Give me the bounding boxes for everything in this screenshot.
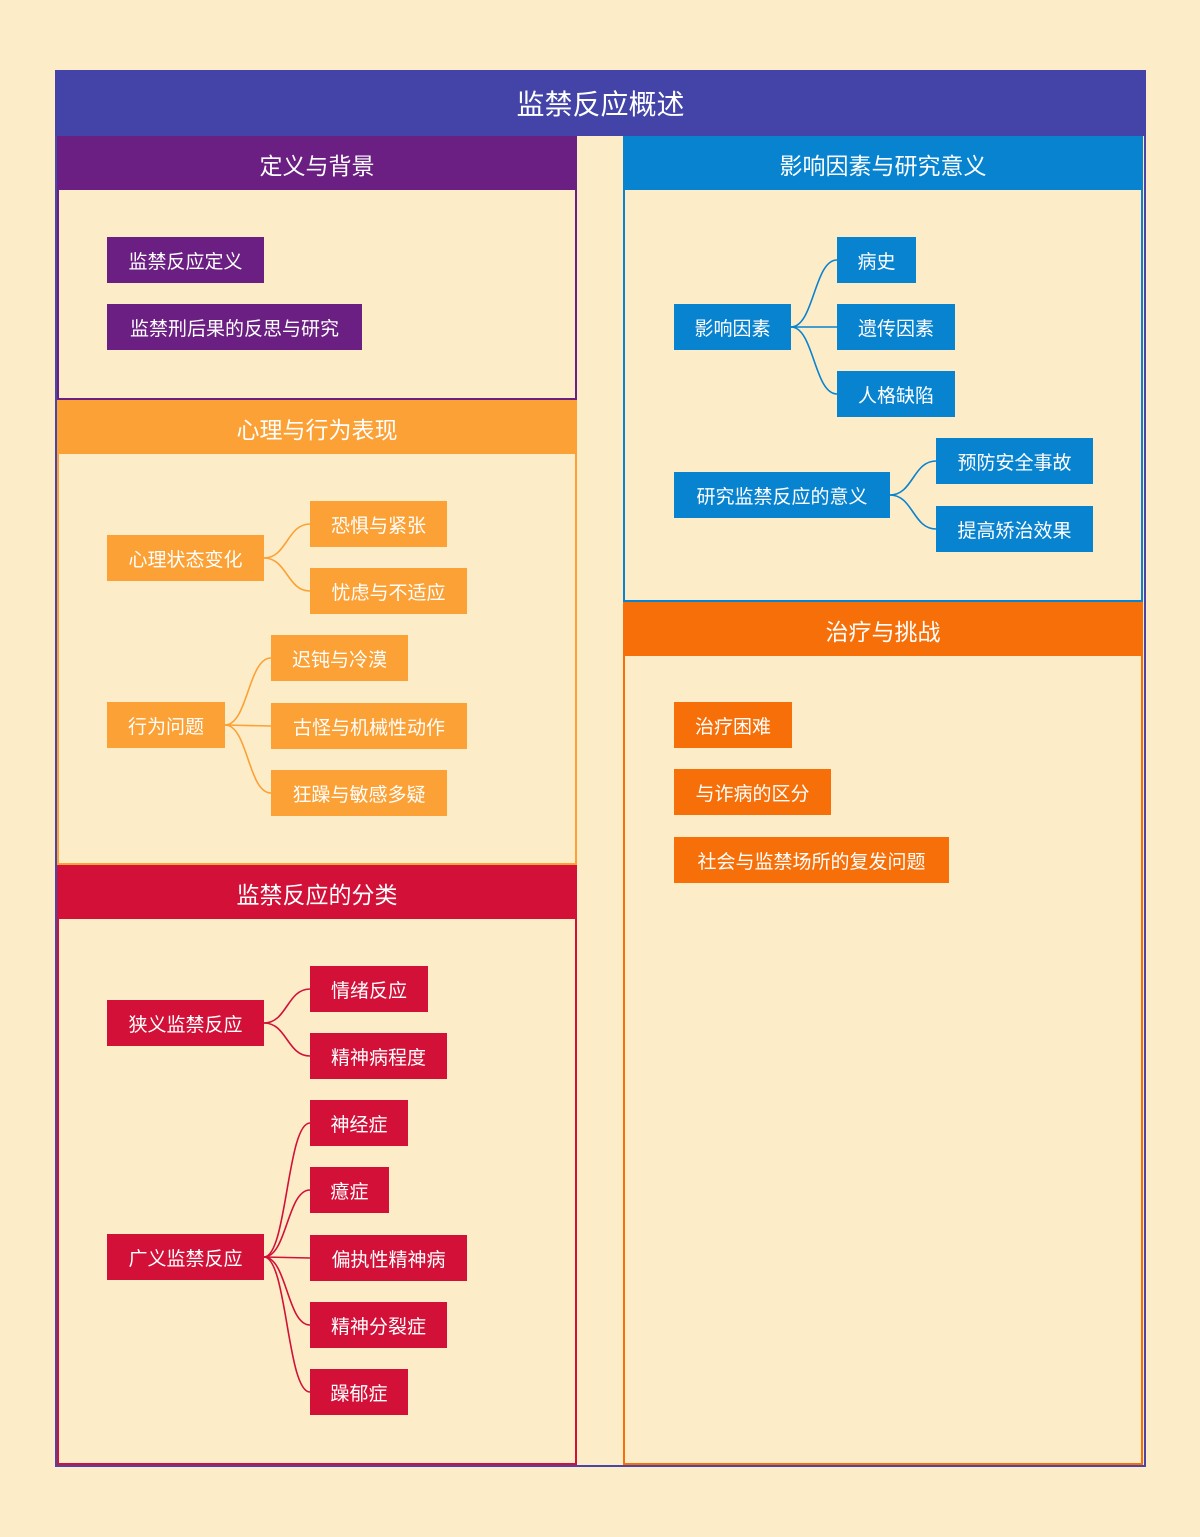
main-title: 监禁反应概述 [55, 70, 1146, 136]
node-recurrence-problem[interactable]: 社会与监禁场所的复发问题 [674, 837, 949, 883]
node-behavior-problems[interactable]: 行为问题 [107, 702, 225, 748]
panel-factors-title: 影响因素与研究意义 [625, 138, 1141, 190]
panel-psychology-title: 心理与行为表现 [59, 402, 575, 454]
node-dull-apathy[interactable]: 迟钝与冷漠 [271, 635, 408, 681]
node-personality-defects[interactable]: 人格缺陷 [837, 371, 955, 417]
panel-classification-title: 监禁反应的分类 [59, 867, 575, 919]
node-manic-depression[interactable]: 躁郁症 [310, 1369, 408, 1415]
node-prevent-accidents[interactable]: 预防安全事故 [936, 438, 1093, 484]
node-reflection-research[interactable]: 监禁刑后果的反思与研究 [107, 304, 362, 350]
node-schizophrenia[interactable]: 精神分裂症 [310, 1302, 447, 1348]
node-fear-tension[interactable]: 恐惧与紧张 [310, 501, 447, 547]
node-hysteria[interactable]: 癔症 [310, 1167, 389, 1213]
node-research-significance[interactable]: 研究监禁反应的意义 [674, 472, 890, 518]
node-treatment-difficulty[interactable]: 治疗困难 [674, 702, 792, 748]
node-narrow-reaction[interactable]: 狭义监禁反应 [107, 1000, 264, 1046]
node-medical-history[interactable]: 病史 [837, 237, 916, 283]
node-odd-mechanical[interactable]: 古怪与机械性动作 [271, 703, 467, 749]
node-definition[interactable]: 监禁反应定义 [107, 237, 264, 283]
node-emotional-reaction[interactable]: 情绪反应 [310, 966, 428, 1012]
node-influencing-factors[interactable]: 影响因素 [674, 304, 791, 350]
node-malingering-distinction[interactable]: 与诈病的区分 [674, 769, 831, 815]
panel-classification: 监禁反应的分类 [57, 865, 577, 1465]
node-genetic-factors[interactable]: 遗传因素 [837, 304, 955, 350]
panel-definition: 定义与背景 [57, 136, 577, 400]
panel-treatment-title: 治疗与挑战 [625, 604, 1141, 656]
node-improve-correction[interactable]: 提高矫治效果 [936, 506, 1093, 552]
node-broad-reaction[interactable]: 广义监禁反应 [107, 1234, 264, 1280]
node-paranoid-psychosis[interactable]: 偏执性精神病 [310, 1235, 467, 1281]
panel-definition-title: 定义与背景 [59, 138, 575, 190]
node-neurosis[interactable]: 神经症 [310, 1100, 408, 1146]
node-psychotic-degree[interactable]: 精神病程度 [310, 1033, 447, 1079]
node-worry-maladaptation[interactable]: 忧虑与不适应 [310, 568, 467, 614]
node-psych-state-change[interactable]: 心理状态变化 [107, 535, 264, 581]
node-mania-suspicion[interactable]: 狂躁与敏感多疑 [271, 770, 447, 816]
